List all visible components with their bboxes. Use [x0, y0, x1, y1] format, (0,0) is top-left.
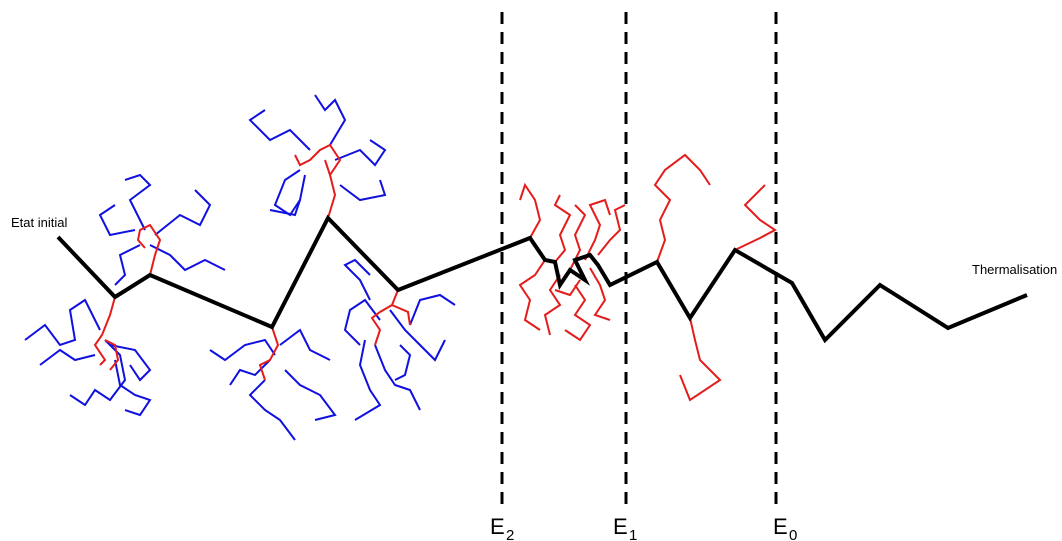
threshold-e2-label: E 2 [490, 514, 514, 541]
e0-letter: E [773, 514, 788, 539]
e0-subscript: 0 [789, 527, 797, 541]
threshold-e0-label: E 0 [773, 514, 797, 541]
end-label: Thermalisation [972, 262, 1057, 277]
e1-letter: E [613, 514, 628, 539]
start-label: Etat initial [11, 215, 67, 230]
e1-subscript: 1 [629, 527, 637, 541]
recoil-branches [93, 143, 777, 402]
threshold-lines [500, 12, 778, 505]
secondary-branches [24, 94, 456, 441]
threshold-e1-label: E 1 [613, 514, 637, 541]
e2-letter: E [490, 514, 505, 539]
primary-track [56, 214, 1028, 344]
e2-subscript: 2 [506, 527, 514, 541]
